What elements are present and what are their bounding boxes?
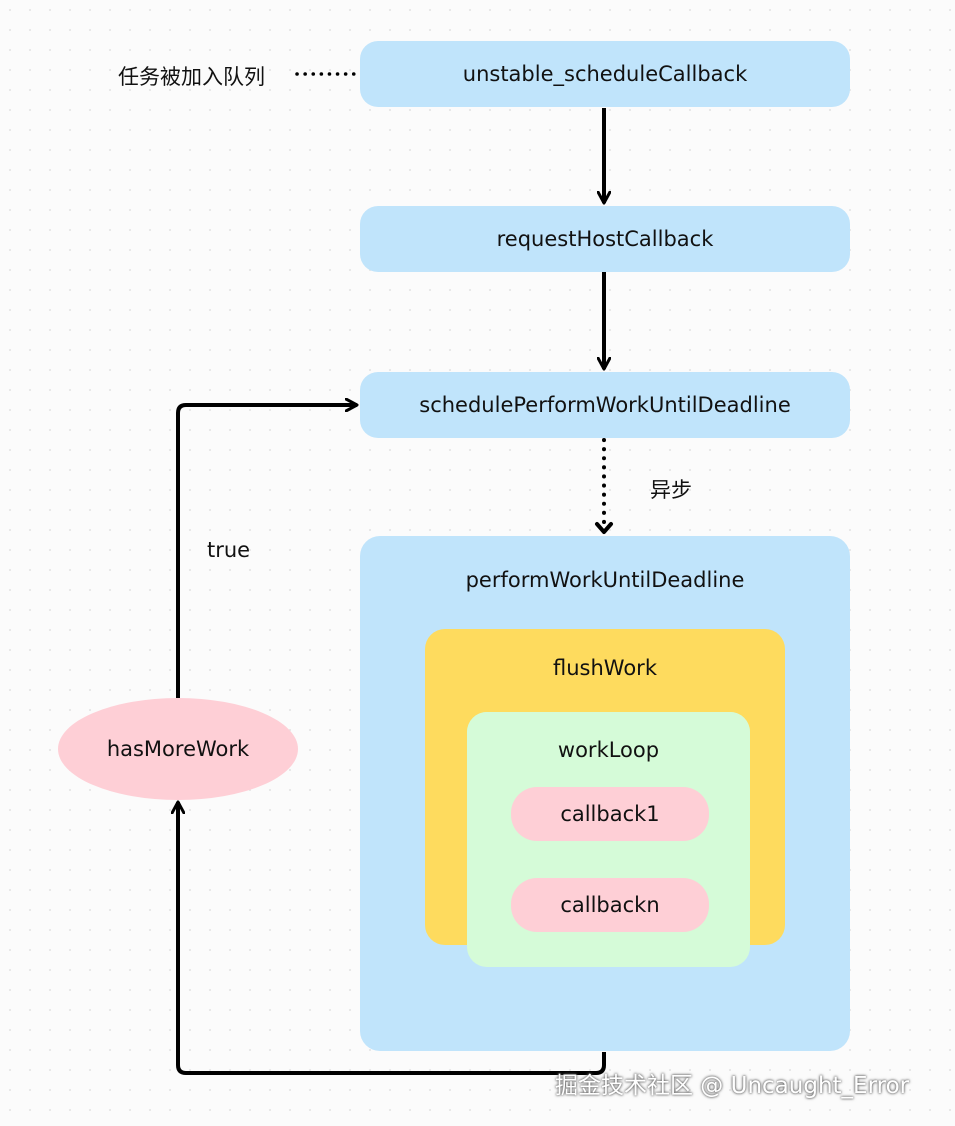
- node-callback-1[interactable]: callback1: [511, 787, 709, 841]
- perform-work-until-deadline-label: performWorkUntilDeadline: [465, 568, 745, 592]
- node-schedule-callback[interactable]: unstable_scheduleCallback: [360, 41, 850, 107]
- node-callback-n[interactable]: callbackn: [511, 878, 709, 932]
- watermark: 掘金技术社区 @ Uncaught_Error: [555, 1073, 910, 1099]
- arrow-hasmorework-to-schedule-perform: [176, 405, 357, 698]
- work-loop-label: workLoop: [557, 738, 660, 762]
- node-has-more-work[interactable]: hasMoreWork: [58, 698, 298, 800]
- arrow-async-head: [595, 522, 613, 534]
- true-label: true: [207, 538, 251, 562]
- flush-work-label: flushWork: [553, 656, 657, 680]
- task-enqueued-label: 任务被加入队列: [118, 65, 265, 89]
- async-label: 异步: [650, 478, 692, 502]
- node-request-host-callback[interactable]: requestHostCallback: [360, 206, 850, 272]
- node-schedule-perform-work-until-deadline[interactable]: schedulePerformWorkUntilDeadline: [360, 372, 850, 438]
